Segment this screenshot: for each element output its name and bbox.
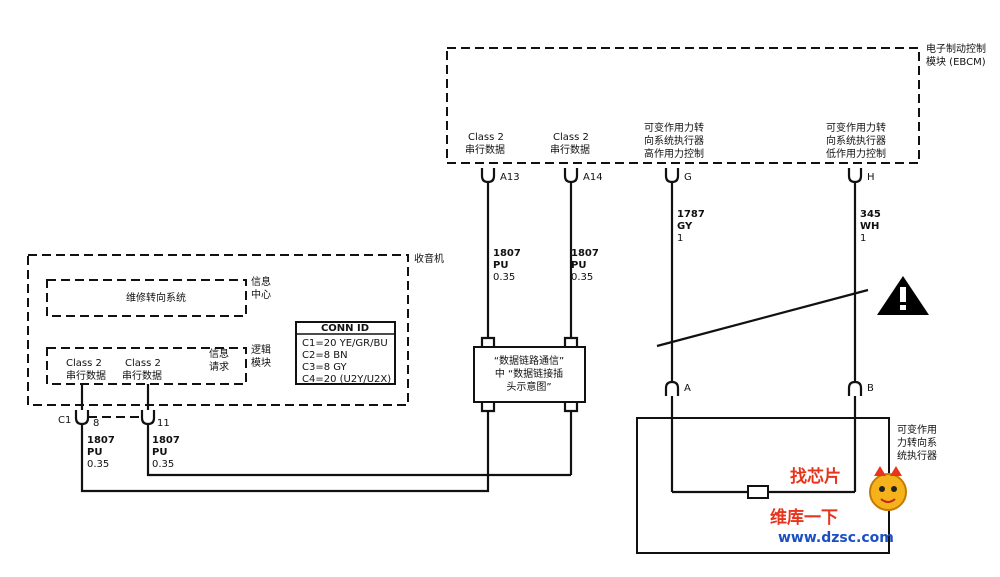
radio-wire-left-size: 0.35 — [87, 459, 109, 470]
actuator-label-line3: 统执行器 — [897, 449, 937, 462]
radio-connectors: C1 8 11 1807 PU 0.35 1807 PU 0.35 — [58, 384, 571, 493]
info-center-line2: 中心 — [251, 288, 271, 301]
wire-a14-color: PU — [571, 260, 586, 271]
dlc-line1: “数据链路通信” — [494, 354, 564, 367]
actuator-label-line1: 可变作用 — [897, 423, 937, 436]
warning-icon — [877, 276, 929, 315]
pin-h-label: H — [867, 172, 875, 183]
radio-module: 收音机 维修转向系统 信息 中心 逻辑 模块 信息 请求 Class 2 串行数… — [27, 252, 444, 406]
actuator-pin-a-label: A — [684, 383, 691, 394]
wire-a13-num: 1807 — [493, 248, 521, 259]
dlc-box — [473, 346, 586, 403]
conn-id-row-2: C2=8 BN — [302, 350, 348, 361]
ebcm-pin3-label2: 向系统执行器 — [644, 134, 704, 147]
radio-wire-right-size: 0.35 — [152, 459, 174, 470]
connector-c1-label: C1 — [58, 415, 71, 426]
steering-service-text: 维修转向系统 — [126, 291, 186, 304]
radio-dashed-outline — [27, 254, 409, 406]
ebcm-pin2-label1: Class 2 — [553, 132, 589, 143]
conn-id-row-3: C3=8 GY — [302, 362, 348, 373]
dlc-top-right-bracket — [563, 336, 579, 346]
ebcm-module: 电子制动控制 模块 (EBCM) Class 2 串行数据 Class 2 串行… — [446, 42, 986, 164]
info-center-dashed-box — [46, 279, 247, 317]
wire-g-num: 1787 — [677, 209, 705, 220]
dlc-splice: “数据链路通信” 中 “数据链接插 头示意图” — [473, 336, 586, 475]
connector-h-icon — [847, 168, 863, 184]
connector-a-icon — [664, 380, 680, 396]
conn-id-row-1: C1=20 YE/GR/BU — [302, 338, 388, 349]
radio-class2-a-line1: Class 2 — [66, 358, 102, 369]
connector-a14-icon — [563, 168, 579, 184]
ebcm-pin1-label2: 串行数据 — [465, 143, 505, 156]
pin-a13-label: A13 — [500, 172, 520, 183]
wire-h-num: 345 — [860, 209, 881, 220]
info-center-line1: 信息 — [251, 275, 271, 288]
logic-module-line1: 逻辑 — [251, 343, 271, 356]
ebcm-pin2-label2: 串行数据 — [550, 143, 590, 156]
pin-g-label: G — [684, 172, 692, 183]
dlc-top-left-bracket — [480, 336, 496, 346]
wire-a14-num: 1807 — [571, 248, 599, 259]
wire-h-size: 1 — [860, 233, 866, 244]
info-request-line2: 请求 — [209, 360, 229, 373]
ebcm-pin4-label3: 低作用力控制 — [826, 147, 886, 160]
actuator-label-line2: 力转向系 — [897, 436, 937, 449]
ebcm-pin4-label1: 可变作用力转 — [826, 121, 886, 134]
watermark-brand-text: 维库一下 — [770, 507, 838, 528]
radio-class2-a-line2: 串行数据 — [66, 369, 106, 382]
watermark-url-text: www.dzsc.com — [778, 530, 894, 546]
actuator-module: A B 可变作用 力转向系 统执行器 — [636, 380, 937, 554]
radio-wire-right-color: PU — [152, 447, 167, 458]
ebcm-pin1-label1: Class 2 — [468, 132, 504, 143]
watermark-logo: 找芯片 维库一下 www.dzsc.com — [770, 466, 907, 546]
wire-a13-color: PU — [493, 260, 508, 271]
connector-b-icon — [847, 380, 863, 396]
radio-wire-right-num: 1807 — [152, 435, 180, 446]
actuator-solenoid — [747, 485, 769, 499]
info-request-line1: 信息 — [209, 347, 229, 360]
radio-wire-pin8 — [80, 411, 490, 493]
wire-a14-size: 0.35 — [571, 272, 593, 283]
conn-id-table: CONN ID C1=20 YE/GR/BU C2=8 BN C3=8 GY C… — [295, 321, 396, 385]
dlc-bottom-left-bracket — [480, 403, 496, 413]
connector-c1-pin11-icon — [140, 410, 156, 426]
dlc-line2: 中 “数据链接插 — [495, 367, 563, 380]
ebcm-pin3-label1: 可变作用力转 — [644, 121, 704, 134]
ebcm-title-line1: 电子制动控制 — [926, 42, 986, 55]
pin-11-label: 11 — [157, 418, 170, 429]
ebcm-pin3-label3: 高作用力控制 — [644, 147, 704, 160]
wire-a13-size: 0.35 — [493, 272, 515, 283]
watermark-top-text: 找芯片 — [790, 466, 841, 487]
wire-g-color: GY — [677, 221, 693, 232]
logic-module-line2: 模块 — [251, 357, 271, 369]
ebcm-wires: 1807 PU 0.35 1807 PU 0.35 1787 GY 1 345 … — [486, 182, 881, 383]
conn-id-row-4: C4=20 (U2Y/U2X) — [302, 374, 391, 385]
wire-h-color: WH — [860, 221, 879, 232]
radio-class2-b-line2: 串行数据 — [122, 369, 162, 382]
pin-8-label: 8 — [93, 418, 99, 429]
mascot-icon — [869, 473, 907, 511]
radio-wire-left-color: PU — [87, 447, 102, 458]
connector-g-icon — [664, 168, 680, 184]
radio-title: 收音机 — [414, 252, 444, 265]
ebcm-connectors: A13 A14 G H — [480, 168, 875, 184]
ebcm-pin4-label2: 向系统执行器 — [826, 134, 886, 147]
logic-module-dashed-box — [46, 347, 247, 385]
connector-c1-pin8-icon — [74, 410, 90, 426]
conn-id-box — [295, 321, 396, 385]
actuator-pin-b-label: B — [867, 383, 874, 394]
radio-wire-pin11 — [146, 424, 571, 477]
conn-id-header: CONN ID — [321, 323, 369, 334]
pin-a14-label: A14 — [583, 172, 603, 183]
wire-g-size: 1 — [677, 233, 683, 244]
twisted-pair-line — [656, 288, 869, 348]
connector-a13-icon — [480, 168, 496, 184]
dlc-line3: 头示意图” — [506, 380, 551, 393]
ebcm-title-line2: 模块 (EBCM) — [926, 56, 986, 68]
radio-wire-left-num: 1807 — [87, 435, 115, 446]
dlc-bottom-right-bracket — [563, 403, 579, 413]
radio-class2-b-line1: Class 2 — [125, 358, 161, 369]
